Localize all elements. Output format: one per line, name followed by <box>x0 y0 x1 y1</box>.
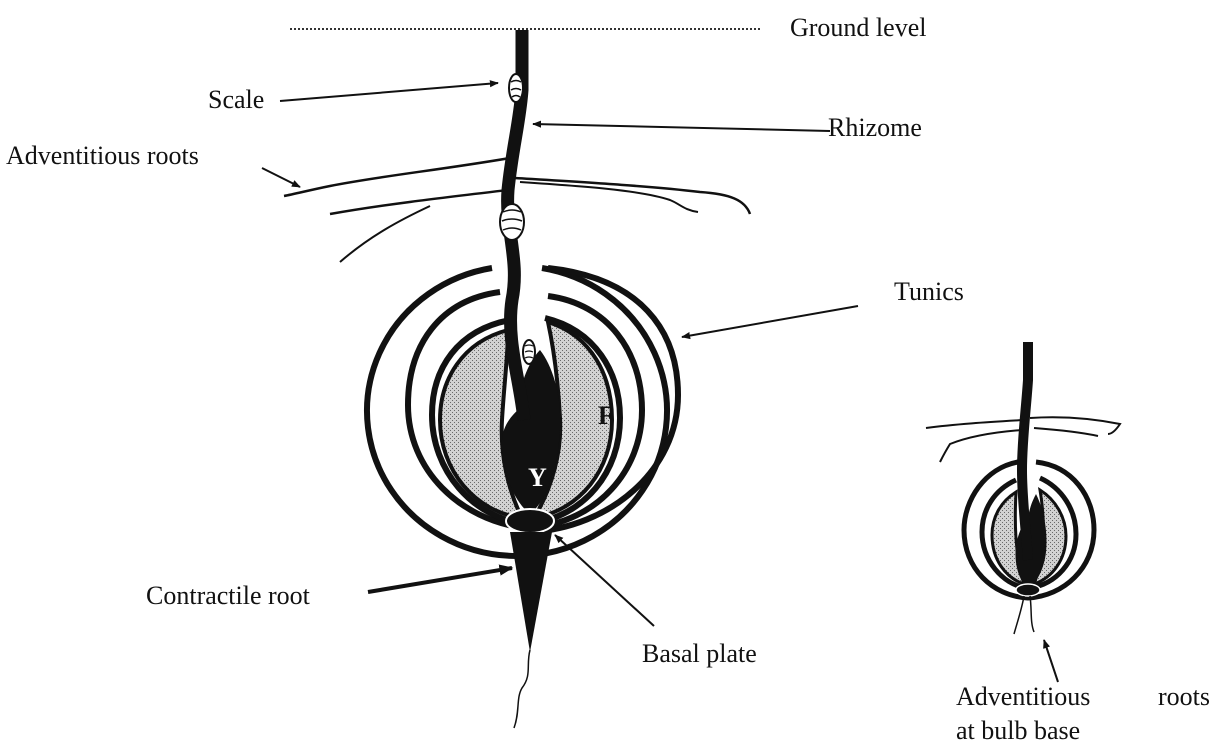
adventitious-root-4 <box>520 182 698 212</box>
tunics-label: Tunics <box>894 277 964 306</box>
scale-arrow <box>280 83 498 101</box>
small-rhizome <box>1022 342 1028 560</box>
small-basal-root-2 <box>1030 596 1034 632</box>
small-basal-plate <box>1016 584 1040 596</box>
adventitious-root-5 <box>340 206 430 262</box>
tunics-arrow <box>682 306 858 337</box>
small-bulb <box>926 342 1120 634</box>
small-basal-root-1 <box>1014 596 1024 634</box>
small-adventitious-label-word1: Adventitious <box>956 682 1090 711</box>
small-adventitious-label-line2: at bulb base <box>956 716 1080 745</box>
ground-level-label: Ground level <box>790 13 926 42</box>
small-adventitious-arrow <box>1044 640 1058 682</box>
contractile-root-arrow <box>368 568 512 592</box>
fleshy-scale-marker: F <box>598 401 614 430</box>
small-adventitious-label-word2: roots <box>1158 682 1210 711</box>
small-adventitious-root-4 <box>1034 428 1098 436</box>
adventitious-roots-label: Adventitious roots <box>6 141 199 170</box>
small-adventitious-root-1 <box>926 420 1024 428</box>
basal-plate <box>506 509 554 533</box>
contractile-root-tip <box>514 650 530 728</box>
basal-plate-arrow <box>555 535 654 626</box>
adventitious-root-1 <box>284 158 510 196</box>
adventitious-roots-arrow <box>262 168 300 187</box>
contractile-root <box>510 532 552 652</box>
small-adventitious-root-3 <box>940 430 1022 462</box>
rhizome-scale-lower <box>523 340 535 364</box>
contractile-root-label: Contractile root <box>146 581 311 610</box>
basal-plate-label: Basal plate <box>642 639 757 668</box>
rhizome-arrow <box>533 124 830 131</box>
scale-label: Scale <box>208 85 264 114</box>
young-bud-marker: Y <box>528 463 547 492</box>
rhizome-label: Rhizome <box>828 113 922 142</box>
large-bulb <box>284 30 750 728</box>
